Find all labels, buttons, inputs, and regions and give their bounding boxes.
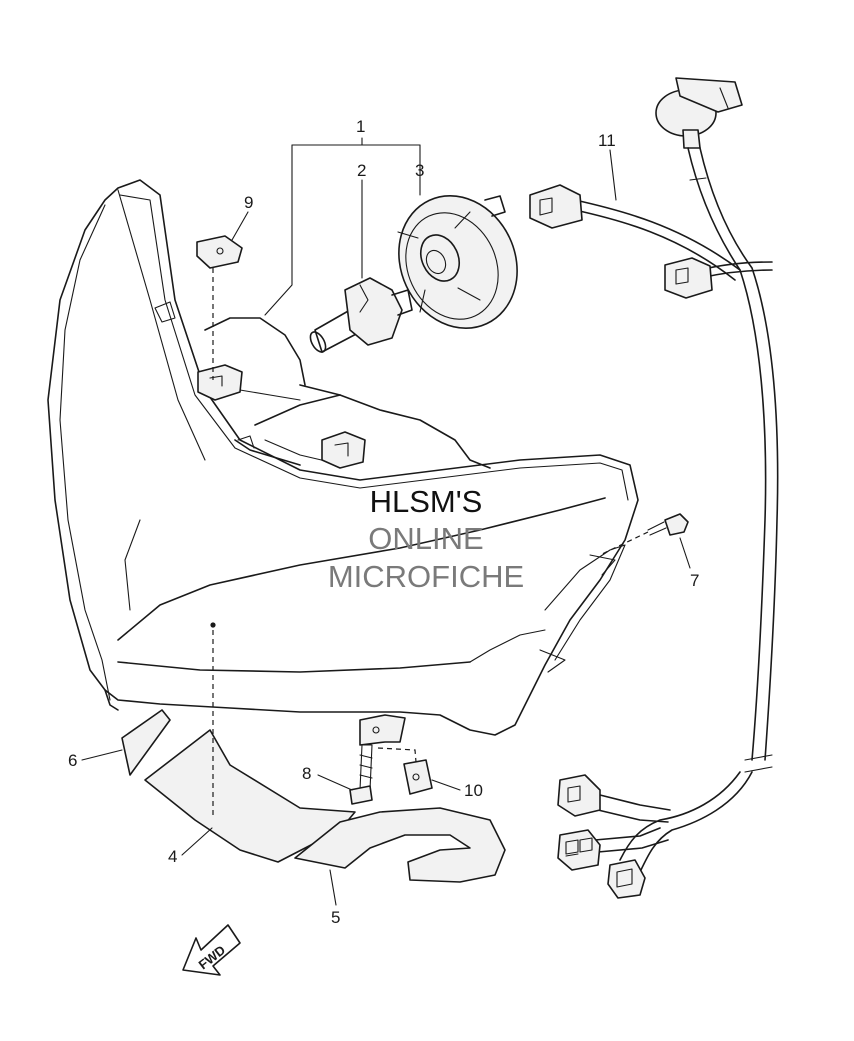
bulb (309, 277, 413, 353)
screw-7 (599, 513, 689, 556)
watermark: HLSM'S ONLINE MICROFICHE (328, 484, 524, 594)
callout-1: 1 (356, 117, 365, 136)
callout-6: 6 (68, 751, 77, 770)
callout-4: 4 (168, 847, 177, 866)
callout-11: 11 (598, 131, 616, 150)
watermark-line-1: HLSM'S (370, 484, 483, 519)
watermark-line-3: MICROFICHE (328, 559, 524, 594)
callout-9: 9 (244, 193, 253, 212)
mounting-bracket (359, 714, 406, 746)
under-cover-4 (144, 630, 356, 863)
bulb-cover (397, 195, 518, 329)
side-cover-6 (121, 709, 171, 776)
leader-lines (81, 137, 691, 906)
wiring-harness (529, 77, 779, 899)
callout-7: 7 (690, 571, 699, 590)
watermark-line-2: ONLINE (368, 521, 483, 556)
bolt-8 (349, 744, 373, 805)
cover-plate-5 (294, 807, 506, 883)
fwd-arrow-icon: FWD (182, 924, 241, 976)
clip-nut-9 (196, 235, 243, 380)
clip-nut-10 (377, 747, 433, 795)
callout-8: 8 (302, 764, 311, 783)
callouts: 1 2 3 4 5 6 7 8 9 10 11 (68, 117, 699, 927)
callout-2: 2 (357, 161, 366, 180)
callout-5: 5 (331, 908, 340, 927)
callout-10: 10 (464, 781, 483, 800)
callout-3: 3 (415, 161, 424, 180)
headlight-housing (47, 179, 639, 736)
reflector-bowl (154, 301, 491, 469)
